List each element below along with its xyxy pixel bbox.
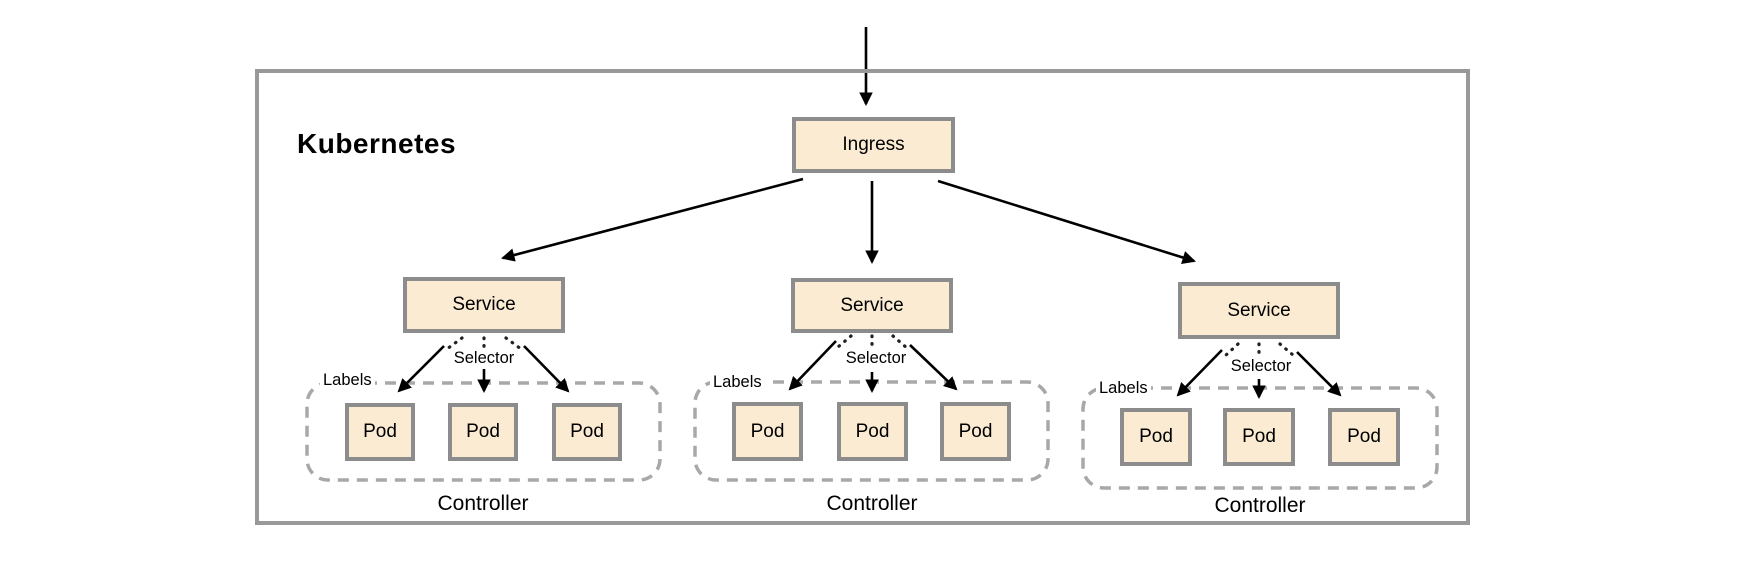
selector-arrow-right-1 <box>523 345 570 393</box>
selector-caption-1: Selector <box>450 349 518 368</box>
kubernetes-cluster-boundary <box>255 69 1470 525</box>
pod-node-3-2: Pod <box>1223 408 1295 466</box>
selector-caption-2: Selector <box>842 349 910 368</box>
pod-node-1-3: Pod <box>552 403 622 461</box>
pod-node-1-1: Pod <box>345 403 415 461</box>
selector-stub-left-3 <box>1224 342 1240 357</box>
ingress-node: Ingress <box>792 117 955 173</box>
labels-caption-1: Labels <box>320 371 375 390</box>
pod-node-2-1: Pod <box>732 402 803 461</box>
controller-caption-1: Controller <box>437 492 529 515</box>
pod-node-3-1: Pod <box>1120 408 1192 466</box>
selector-stub-right-2 <box>891 334 909 350</box>
service-node-1: Service <box>403 277 565 333</box>
service-node-2: Service <box>791 278 953 333</box>
selector-stub-left-2 <box>836 334 853 349</box>
selector-arrow-right-3 <box>1296 351 1342 397</box>
selector-stub-right-1 <box>504 336 523 351</box>
selector-arrow-left-2 <box>788 340 837 391</box>
selector-stub-right-3 <box>1278 342 1295 357</box>
controller-caption-2: Controller <box>826 492 918 515</box>
selector-arrow-right-2 <box>909 344 958 391</box>
kubernetes-label: Kubernetes <box>297 128 457 159</box>
service-node-3: Service <box>1178 282 1340 339</box>
selector-stub-left-1 <box>445 336 464 351</box>
pod-node-3-3: Pod <box>1328 408 1400 466</box>
ingress-to-service-3-arrow <box>937 179 1196 265</box>
pod-node-2-2: Pod <box>837 402 908 461</box>
pod-node-2-3: Pod <box>940 402 1011 461</box>
selector-arrow-left-3 <box>1176 349 1223 397</box>
selector-arrow-left-1 <box>397 345 445 393</box>
ingress-to-service-1-arrow <box>501 177 804 262</box>
controller-caption-3: Controller <box>1214 494 1306 517</box>
pod-node-1-2: Pod <box>448 403 518 461</box>
labels-caption-2: Labels <box>710 373 765 392</box>
selector-caption-3: Selector <box>1227 357 1295 376</box>
labels-caption-3: Labels <box>1096 379 1151 398</box>
